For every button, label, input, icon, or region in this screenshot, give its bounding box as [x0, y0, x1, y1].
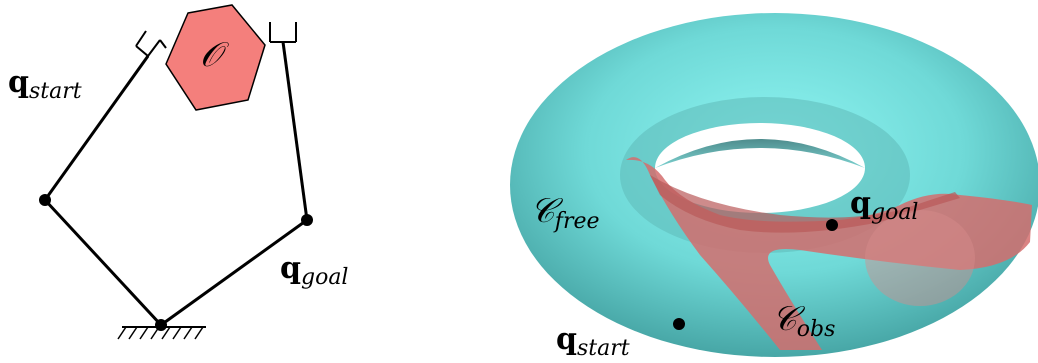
q-start-label-right: qstart: [556, 322, 630, 361]
configuration-space-torus: 𝒞free 𝒞obs qgoal qstart: [510, 13, 1038, 361]
q-goal-label-right: qgoal: [850, 186, 918, 225]
arm-goal-configuration: [160, 22, 309, 327]
q-goal-point: [826, 219, 838, 231]
goal-elbow-joint: [301, 214, 313, 226]
q-goal-label-left: qgoal: [280, 251, 348, 290]
q-start-point: [673, 318, 685, 330]
c-obs-faint-blob: [865, 210, 975, 306]
base-joint: [155, 319, 167, 331]
c-obs-upper-strip: [650, 175, 960, 233]
torus-hole-inner-wall: [655, 139, 865, 168]
torus-hole: [655, 123, 865, 213]
arm-start-configuration: [43, 30, 167, 327]
workspace-diagram: 𝒪: [8, 4, 348, 340]
obstacle-polygon: [165, 4, 266, 111]
q-start-label-left: qstart: [8, 65, 82, 104]
start-elbow-joint: [39, 194, 51, 206]
